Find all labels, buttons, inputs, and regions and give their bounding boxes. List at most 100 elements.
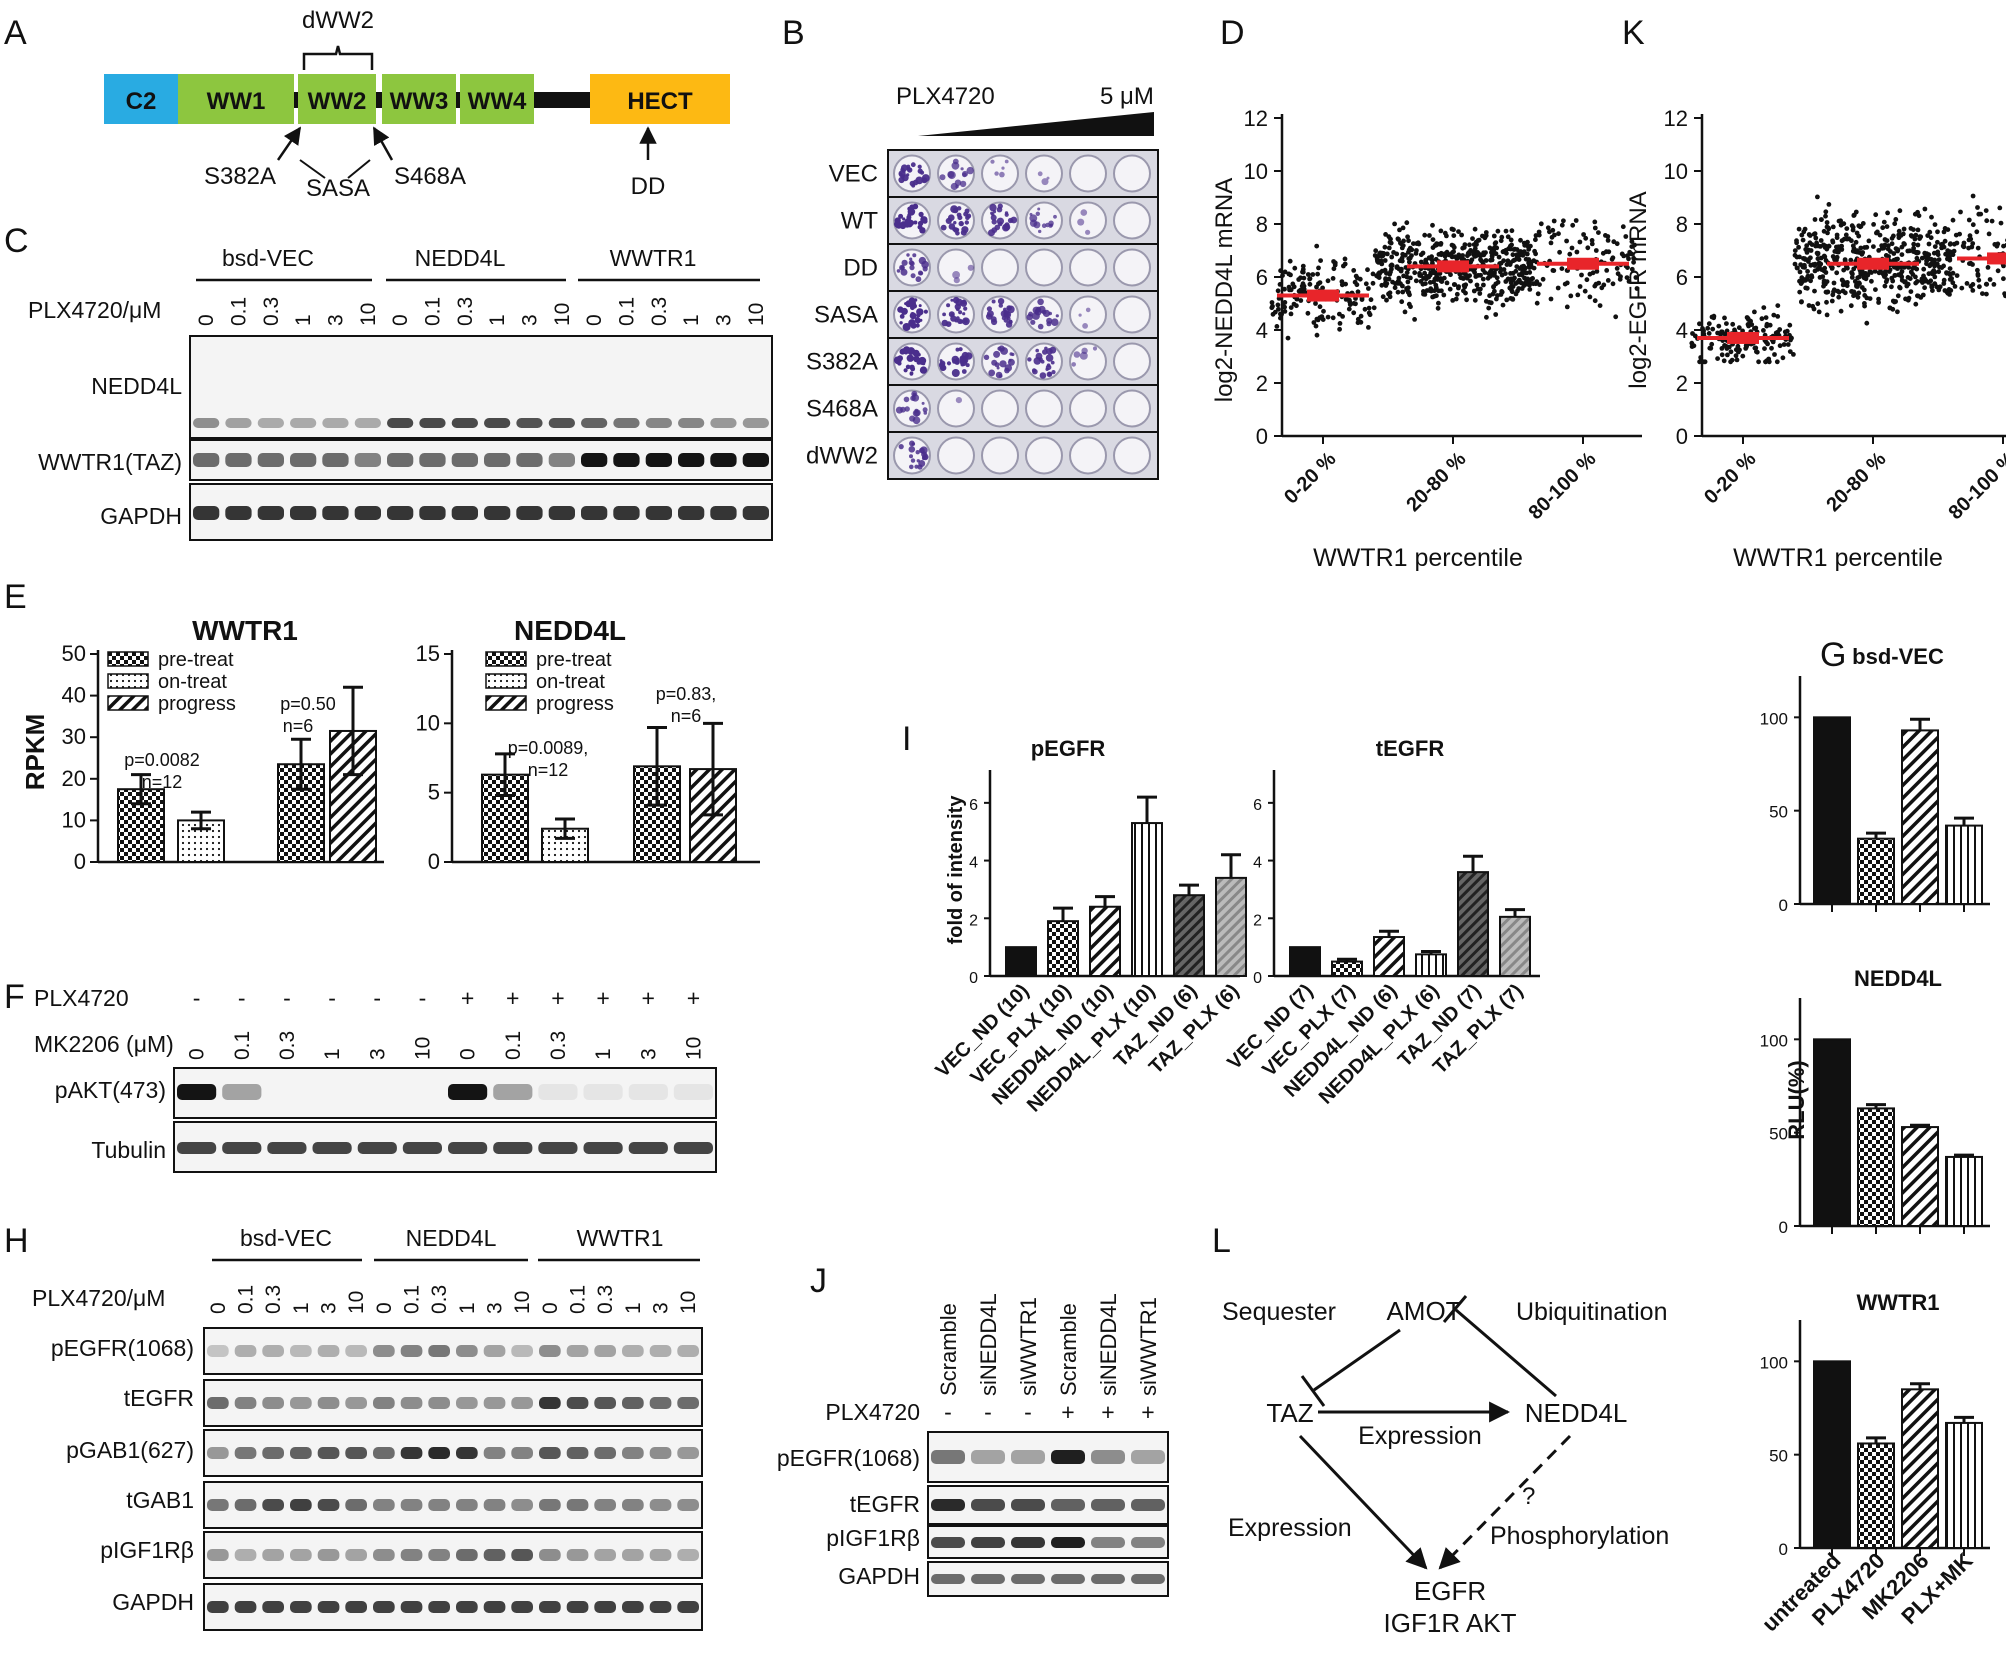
dose-label: 0	[195, 314, 218, 326]
data-point	[1964, 281, 1970, 286]
data-point	[1815, 194, 1820, 200]
data-point	[1850, 248, 1856, 254]
data-point	[1426, 274, 1432, 280]
data-point	[1508, 280, 1514, 286]
lane-label: siNEDD4L	[1096, 1293, 1121, 1396]
colony	[939, 359, 943, 363]
blot-frame	[203, 1481, 703, 1529]
data-point	[1754, 349, 1759, 355]
data-point	[1769, 345, 1774, 351]
data-point	[1536, 232, 1542, 238]
colony	[994, 224, 1001, 231]
group-label-bsd-vec-c: bsd-VEC	[222, 245, 314, 271]
dose-label: 0	[186, 1048, 209, 1060]
panel-label-c: C	[4, 222, 29, 260]
data-point	[1610, 281, 1616, 287]
y-tick-label: 0	[1256, 424, 1268, 449]
legend-swatch	[107, 651, 149, 667]
data-point	[1314, 332, 1320, 338]
data-point	[1789, 335, 1794, 341]
data-point	[1508, 237, 1514, 243]
band-nedd4l-lower	[678, 418, 705, 428]
band-wwtr1	[257, 453, 284, 467]
colony	[916, 459, 920, 463]
well	[1025, 154, 1063, 193]
colony	[959, 355, 967, 362]
data-point	[1406, 301, 1412, 307]
data-point	[1902, 241, 1907, 247]
data-point	[1296, 277, 1302, 282]
colony	[1046, 321, 1052, 327]
plate-row-label: SASA	[814, 302, 878, 329]
data-point	[1475, 273, 1481, 278]
data-point	[1454, 291, 1460, 297]
colony	[1046, 363, 1051, 368]
data-point	[1966, 237, 1972, 243]
blot-label-tegfr-j: tEGFR	[850, 1491, 920, 1517]
band-h-2	[207, 1447, 229, 1459]
data-point	[1980, 291, 1985, 296]
colony	[988, 229, 995, 237]
colony	[909, 257, 913, 261]
data-point	[1583, 235, 1589, 241]
dose-label: 3	[366, 1048, 389, 1060]
colony	[906, 354, 914, 362]
data-point	[2001, 276, 2006, 282]
colony	[957, 206, 962, 211]
band-wwtr1	[193, 453, 220, 467]
y-tick-label: 50	[1769, 803, 1788, 822]
data-point	[1851, 266, 1857, 272]
data-point	[1860, 221, 1866, 226]
band-h-0	[511, 1345, 533, 1357]
band-h-1	[539, 1397, 561, 1409]
data-point	[1908, 269, 1914, 275]
data-point	[1605, 238, 1611, 243]
well	[981, 389, 1019, 428]
y-tick-label: 4	[1676, 318, 1688, 343]
data-point	[1395, 236, 1401, 242]
dose-label: 10	[745, 303, 768, 326]
data-point	[1480, 276, 1486, 282]
data-point	[1936, 287, 1942, 293]
colony	[964, 208, 970, 214]
band-h-3	[262, 1499, 284, 1511]
legend-label: pre-treat	[536, 649, 612, 671]
data-point	[1715, 356, 1720, 361]
colony	[952, 227, 957, 232]
data-point	[1472, 297, 1478, 303]
colony	[941, 319, 949, 327]
band-h-4	[262, 1549, 284, 1561]
dose-label: 0.3	[260, 297, 283, 326]
colony	[900, 307, 908, 315]
data-point	[1574, 249, 1580, 255]
data-point	[1449, 242, 1455, 248]
colony	[921, 361, 926, 366]
data-point	[1291, 284, 1297, 290]
colony	[964, 220, 969, 225]
y-tick-label: 6	[1256, 265, 1268, 290]
data-point	[1527, 287, 1533, 292]
band-h-0	[317, 1345, 340, 1357]
band-h-4	[290, 1549, 312, 1561]
data-point	[1509, 287, 1514, 293]
data-point	[1494, 296, 1499, 302]
panel-e-right-ann2b: n=6	[671, 706, 702, 726]
data-point	[1763, 359, 1769, 365]
data-point	[1353, 273, 1359, 279]
colony	[988, 369, 996, 377]
colony	[896, 269, 901, 273]
data-point	[1803, 285, 1809, 291]
band-h-3	[622, 1499, 644, 1511]
data-point	[1485, 275, 1491, 281]
data-point	[1850, 243, 1856, 249]
data-point	[1305, 310, 1311, 316]
data-point	[1849, 289, 1854, 294]
band-nedd4l-lower	[516, 418, 543, 428]
data-point	[1796, 244, 1801, 250]
band-h-1	[234, 1397, 257, 1409]
data-point	[1510, 270, 1516, 276]
band-gapdh-j	[1011, 1574, 1045, 1584]
colony	[1032, 368, 1038, 375]
data-point	[1915, 227, 1921, 233]
